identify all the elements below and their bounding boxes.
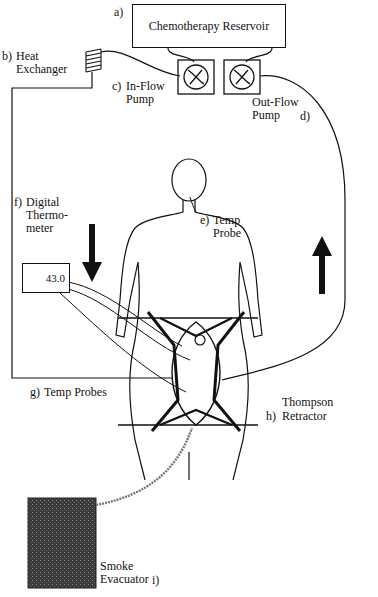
smoke-hose	[96, 428, 192, 505]
box-text: 43.0	[27, 272, 65, 285]
reservoir-box: Chemotherapy Reservoir	[132, 4, 286, 48]
callout-letter: i)	[152, 574, 159, 587]
part-label: In-Flow Pump	[126, 80, 176, 106]
tubing	[12, 48, 345, 380]
temp-probe-wire	[190, 197, 196, 212]
temp-probe-wires	[60, 282, 190, 392]
part-label: Heat Exchanger	[16, 50, 80, 76]
callout-letter: g)	[30, 386, 40, 399]
part-label: Digital Thermo- meter	[26, 196, 76, 235]
part-label: Thompson	[282, 396, 333, 409]
callout-letter: f)	[14, 196, 22, 209]
out-flow-pump	[224, 60, 260, 94]
callout-letter: c)	[112, 80, 121, 93]
part-label: Retractor	[282, 410, 327, 423]
heat-exchanger-coil	[86, 49, 101, 72]
callout-letter: b)	[2, 50, 12, 63]
patient-body	[116, 159, 262, 480]
part-label: Smoke Evacuator	[100, 560, 156, 586]
part-label: Out-Flow Pump	[252, 96, 304, 122]
smoke-evacuator-unit	[28, 498, 96, 588]
callout-letter: e)	[200, 214, 209, 227]
box-text: Chemotherapy Reservoir	[137, 19, 281, 33]
callout-letter: h)	[266, 410, 276, 423]
in-flow-pump	[178, 60, 214, 94]
callout-letter: d)	[300, 110, 310, 123]
part-label: Temp Probe	[213, 214, 251, 240]
thermometer-box: 43.0	[22, 263, 70, 293]
flow-arrow	[82, 224, 332, 294]
callout-letter: a)	[114, 6, 123, 19]
part-label: Temp Probes	[44, 386, 134, 399]
